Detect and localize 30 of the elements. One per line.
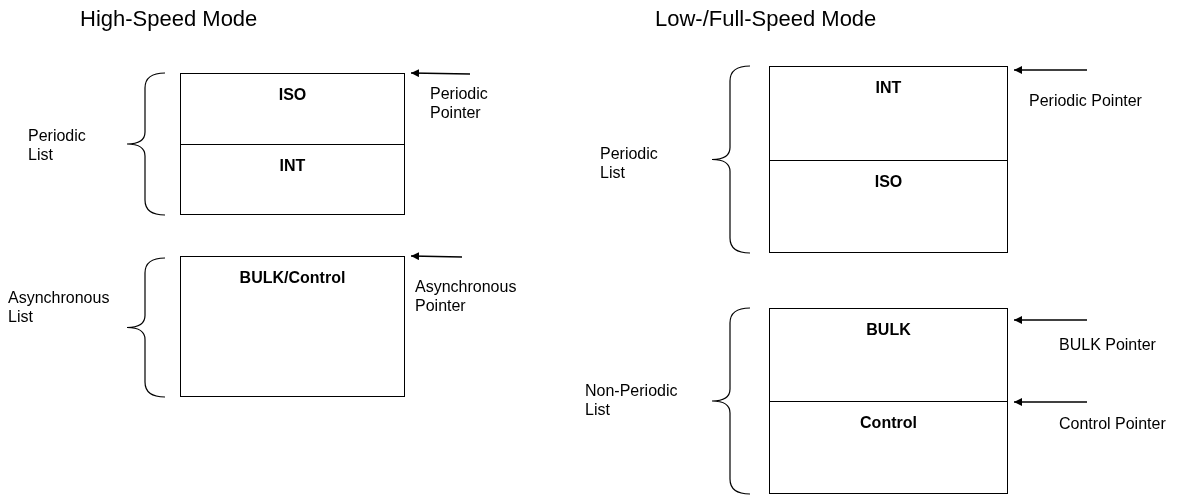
- list-section-box: [769, 308, 1008, 402]
- section-label: BULK: [865, 321, 912, 339]
- list-section-box: [180, 256, 405, 397]
- pointer-label: Periodic Pointer: [430, 74, 510, 126]
- list-section-box: [769, 160, 1008, 253]
- pointer-label: BULK Pointer: [1059, 320, 1179, 356]
- heading: Low-/Full-Speed Mode: [655, 6, 877, 32]
- brace-label: Non-Periodic List: [585, 381, 679, 419]
- list-section-box: [180, 144, 405, 215]
- arrow: [1013, 66, 1088, 74]
- heading: High-Speed Mode: [80, 6, 258, 32]
- arrow: [1013, 398, 1088, 406]
- arrow: [410, 252, 463, 261]
- section-label: Control: [859, 414, 918, 432]
- brace-label: Asynchronous List: [8, 288, 111, 326]
- pointer-label: Asynchronous Pointer: [415, 257, 545, 319]
- brace-label: Periodic List: [600, 144, 659, 182]
- arrow: [1013, 316, 1088, 324]
- brace-label: Periodic List: [28, 126, 87, 164]
- list-section-box: [769, 66, 1008, 161]
- list-section-box: [769, 401, 1008, 494]
- section-label: ISO: [873, 173, 904, 191]
- section-label: ISO: [277, 86, 308, 104]
- pointer-label: Control Pointer: [1059, 402, 1189, 435]
- pointer-label: Periodic Pointer: [1029, 70, 1169, 113]
- section-label: INT: [874, 79, 903, 97]
- list-section-box: [180, 73, 405, 145]
- section-label: BULK/Control: [238, 269, 347, 287]
- arrow: [410, 69, 471, 78]
- section-label: INT: [278, 157, 307, 175]
